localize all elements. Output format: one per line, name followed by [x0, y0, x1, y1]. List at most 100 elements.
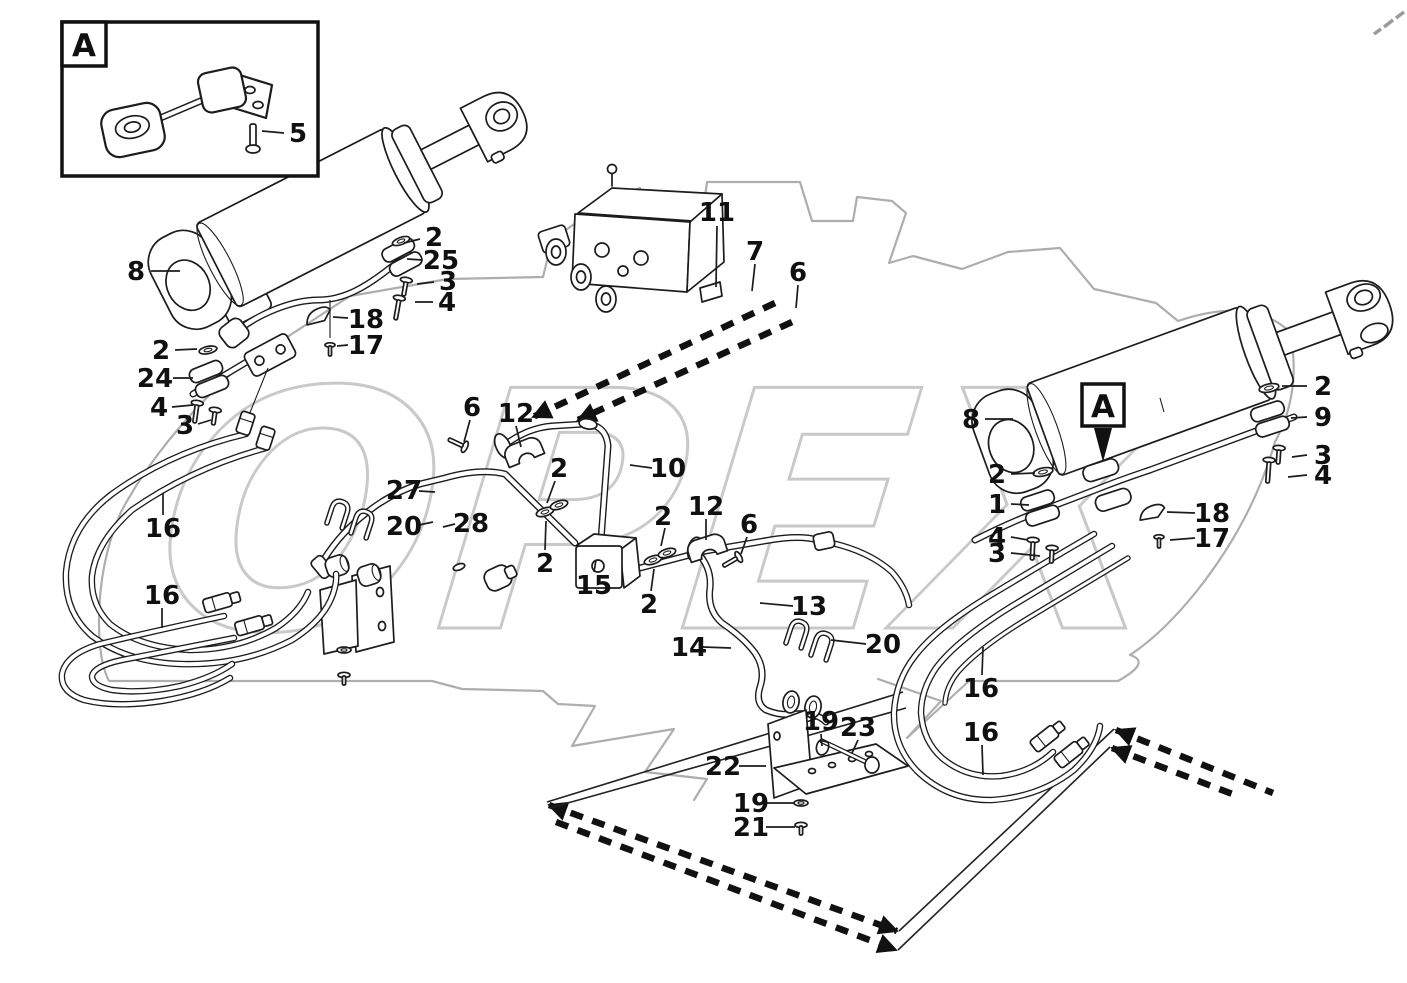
washer-2: [1258, 382, 1280, 394]
callout-label-1: 1: [988, 490, 1006, 520]
washer-19: [336, 646, 352, 654]
bolt-23: [819, 738, 880, 774]
callout-label-28: 28: [453, 509, 489, 539]
callout-label-3: 3: [988, 539, 1006, 569]
grommet-29: [483, 564, 518, 592]
callout-label-5: 5: [289, 119, 307, 149]
callout-leader-14: [795, 284, 799, 309]
callout-label-7: 7: [746, 237, 764, 267]
screw-17: [1153, 533, 1165, 549]
callout-label-11: 11: [699, 198, 735, 228]
clamp-12: [686, 533, 729, 564]
callout-label-2: 2: [654, 502, 672, 532]
pipe-flange: [243, 333, 297, 377]
callout-leader-12: [715, 225, 718, 288]
callout-label-18: 18: [1194, 499, 1230, 529]
callout-leader-7: [336, 344, 349, 347]
callout-label-2: 2: [425, 223, 443, 253]
detail-marker-arrow: [1094, 428, 1112, 462]
clip-20: [808, 630, 835, 663]
clamp-25: [381, 237, 423, 277]
clamp-half: [1094, 487, 1132, 513]
callout-leader-49: [1291, 454, 1308, 458]
callout-label-13: 13: [791, 592, 827, 622]
callout-leader-11: [197, 419, 212, 425]
clamp-12: [504, 436, 546, 469]
hose-end-fitting: [1053, 736, 1090, 769]
callout-leader-13: [751, 263, 756, 292]
bolt-4: [190, 399, 205, 424]
washer-2: [549, 499, 569, 511]
callout-label-6: 6: [463, 393, 481, 423]
left-cylinder: [147, 91, 528, 331]
bracket-22: [767, 709, 909, 836]
callout-label-2: 2: [988, 460, 1006, 490]
callout-label-9: 9: [1314, 403, 1332, 433]
left-hoses: [58, 410, 340, 708]
bracket-26: [319, 554, 395, 686]
right-tube-assembly: [971, 382, 1298, 564]
callout-leader-24: [650, 568, 655, 592]
callout-leader-29: [702, 646, 732, 649]
callout-label-3: 3: [176, 411, 194, 441]
bolt-3: [208, 406, 223, 426]
spacer-18: [306, 306, 331, 326]
washer-19: [793, 799, 809, 807]
grommet: [782, 690, 800, 714]
callout-leader-8: [174, 348, 198, 351]
callout-label-2: 2: [152, 336, 170, 366]
callout-label-12: 12: [688, 492, 724, 522]
hose-elbow-fitting: [255, 425, 276, 451]
callout-label-23: 23: [840, 713, 876, 743]
callout-leader-4: [416, 281, 435, 285]
bolt-6: [447, 437, 470, 454]
callout-label-16: 16: [144, 581, 180, 611]
callout-label-17: 17: [1194, 524, 1230, 554]
grommet: [356, 563, 382, 587]
callout-label-2: 2: [550, 454, 568, 484]
callout-leader-27: [740, 536, 748, 555]
spacer-18: [1139, 503, 1166, 522]
callout-label-4: 4: [988, 523, 1006, 553]
callout-leader-15: [463, 419, 471, 443]
screw-21: [337, 671, 351, 686]
callout-leader-2: [403, 238, 421, 244]
callout-label-14: 14: [671, 633, 707, 663]
callout-leader-31: [820, 733, 823, 747]
callout-leader-3: [406, 258, 423, 261]
callout-label-24: 24: [137, 364, 173, 394]
callout-label-4: 4: [438, 288, 456, 318]
callout-leader-30: [830, 639, 867, 645]
screw-21: [794, 821, 808, 836]
grommet: [804, 695, 822, 719]
callout-label-8: 8: [127, 257, 145, 287]
clamp-1: [1019, 489, 1061, 527]
washer-2: [198, 345, 218, 355]
right-cylinder: [971, 279, 1394, 495]
bolt-3: [1045, 544, 1059, 564]
callout-leader-39: [981, 744, 984, 776]
hose-end-fitting: [1029, 720, 1066, 753]
clamp-24: [188, 359, 230, 399]
line-art: [58, 91, 1394, 836]
hose-elbow-fitting: [235, 410, 256, 436]
callout-label-4: 4: [150, 393, 168, 423]
grommet: [324, 554, 350, 578]
callout-label-8: 8: [962, 405, 980, 435]
inset-clamp-art: [100, 66, 274, 159]
bolt-3: [399, 276, 414, 297]
callout-label-15: 15: [576, 571, 612, 601]
callout-label-21: 21: [733, 813, 769, 843]
bolt-3: [1272, 444, 1286, 465]
bolt-4: [392, 294, 407, 321]
washer-2: [657, 547, 677, 559]
callout-leader-6: [332, 316, 349, 319]
valve-solenoids: [545, 238, 617, 313]
callout-label-2: 2: [536, 549, 554, 579]
valve-block: [537, 163, 725, 313]
callout-leader-38: [981, 646, 984, 676]
callout-label-2: 2: [1314, 372, 1332, 402]
callout-leader-0: [261, 130, 285, 134]
